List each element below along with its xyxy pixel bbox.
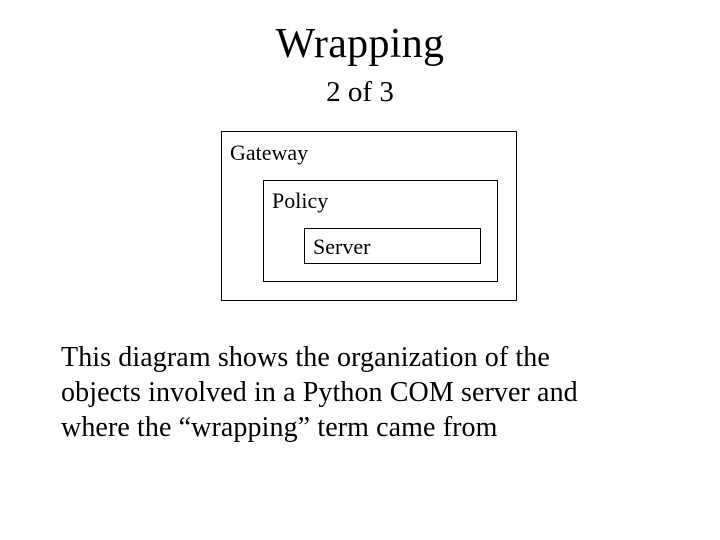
slide-subtitle: 2 of 3 xyxy=(326,76,394,108)
server-label: Server xyxy=(313,234,371,259)
server-box: Server xyxy=(304,228,481,264)
caption-line-1: This diagram shows the organization of t… xyxy=(61,342,550,373)
caption-line-3: where the “wrapping” term came from xyxy=(61,412,498,443)
slide-title: Wrapping xyxy=(275,21,445,67)
caption-text: This diagram shows the organization of t… xyxy=(61,340,701,445)
policy-label: Policy xyxy=(272,188,329,213)
gateway-label: Gateway xyxy=(230,140,309,165)
caption-line-2: objects involved in a Python COM server … xyxy=(61,377,578,408)
